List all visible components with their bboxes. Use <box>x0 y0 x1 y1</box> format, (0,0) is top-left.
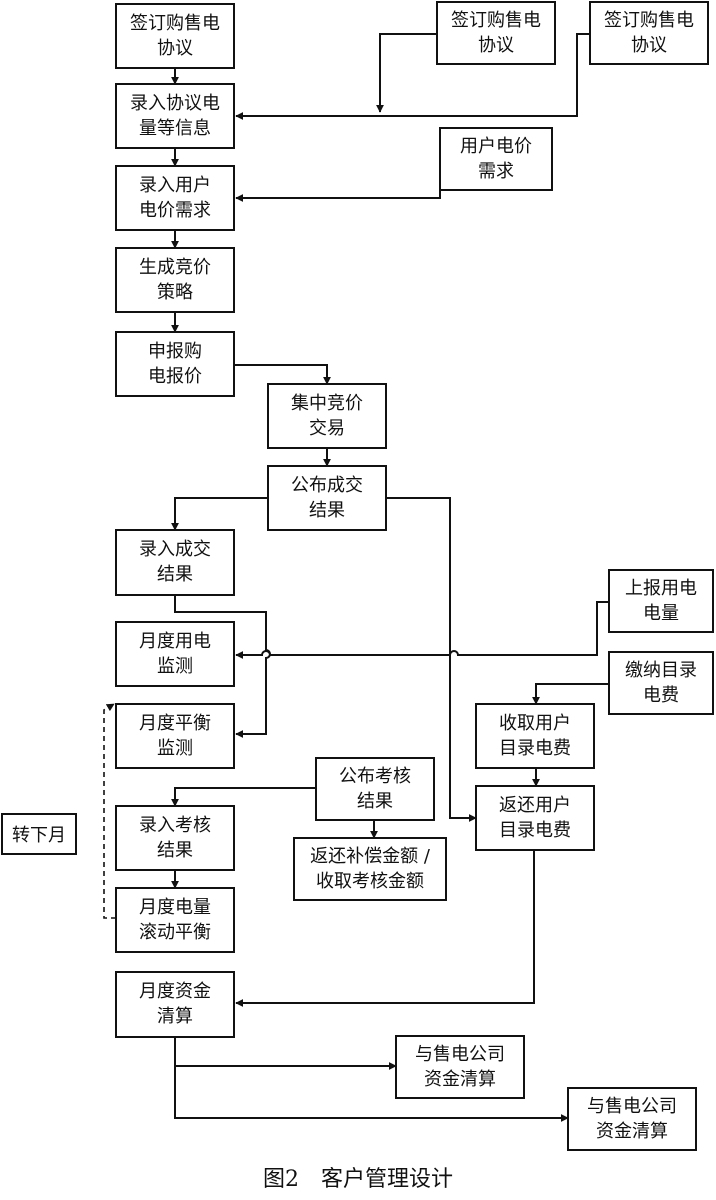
node-publish-result-line1: 公布成交 <box>291 475 363 496</box>
node-enter-assess: 录入考核 结果 <box>115 805 235 871</box>
figure-caption: 图2 客户管理设计 <box>263 1167 453 1192</box>
node-pay-fee-line2: 电费 <box>643 685 679 706</box>
node-central-trade-line2: 交易 <box>309 418 345 439</box>
node-user-price-demand-line1: 用户电价 <box>460 136 532 157</box>
node-settle-a: 与售电公司 资金清算 <box>395 1035 525 1099</box>
edge-usage-to-monitor <box>235 601 609 659</box>
node-publish-assess-line1: 公布考核 <box>339 766 411 787</box>
edge-fund-to-settle-a <box>174 1037 397 1070</box>
node-rolling-balance: 月度电量 滚动平衡 <box>115 887 235 953</box>
node-central-trade: 集中竞价 交易 <box>267 383 387 449</box>
edge-demand-to-enter-price <box>235 161 441 202</box>
node-enter-price-demand: 录入用户 电价需求 <box>115 165 235 231</box>
node-collect-fee-line1: 收取用户 <box>499 713 571 734</box>
node-publish-result-line2: 结果 <box>309 500 345 521</box>
node-collect-fee-line2: 目录电费 <box>499 738 571 759</box>
node-settle-a-line1: 与售电公司 <box>415 1044 505 1065</box>
node-enter-price-demand-line2: 电价需求 <box>139 200 211 221</box>
node-monthly-monitor-line2: 监测 <box>157 656 193 677</box>
node-declare-price: 申报购 电报价 <box>115 331 235 397</box>
node-balance-monitor: 月度平衡 监测 <box>115 703 235 769</box>
node-settle-b-line1: 与售电公司 <box>587 1096 677 1117</box>
node-sign-agreement-main-line2: 协议 <box>157 38 193 59</box>
node-rolling-balance-line2: 滚动平衡 <box>139 922 211 943</box>
node-enter-assess-line2: 结果 <box>157 840 193 861</box>
node-compensate-line1: 返还补偿金额 / <box>310 846 431 867</box>
node-generate-strategy: 生成竞价 策略 <box>115 247 235 313</box>
node-report-usage: 上报用电 电量 <box>608 569 714 633</box>
node-pay-fee-line1: 缴纳目录 <box>625 660 697 681</box>
node-enter-result: 录入成交 结果 <box>115 529 235 596</box>
node-collect-fee: 收取用户 目录电费 <box>475 703 595 769</box>
node-fund-clearing-line1: 月度资金 <box>139 981 211 1002</box>
node-settle-b: 与售电公司 资金清算 <box>567 1087 697 1151</box>
node-sign-agreement-c-line2: 协议 <box>631 35 667 56</box>
node-settle-b-line2: 资金清算 <box>596 1121 668 1142</box>
node-sign-agreement-main: 签订购售电 协议 <box>115 3 235 69</box>
flow-nodes: 签订购售电 协议 签订购售电 协议 签订购售电 协议 录入协议电 量等信息 用户… <box>1 1 714 1151</box>
node-generate-strategy-line1: 生成竞价 <box>139 257 211 278</box>
node-enter-agreement-line2: 量等信息 <box>139 118 211 139</box>
node-publish-assess: 公布考核 结果 <box>315 757 435 821</box>
node-sign-agreement-b: 签订购售电 协议 <box>436 1 556 65</box>
node-enter-agreement-line1: 录入协议电 <box>130 93 220 114</box>
node-rolling-balance-line1: 月度电量 <box>139 897 211 918</box>
node-enter-result-line1: 录入成交 <box>139 539 211 560</box>
node-declare-price-line2: 电报价 <box>148 366 202 387</box>
node-report-usage-line2: 电量 <box>643 603 679 624</box>
node-compensate: 返还补偿金额 / 收取考核金额 <box>293 837 447 901</box>
edge-rolling-to-next-month <box>103 703 116 919</box>
node-user-price-demand-line2: 需求 <box>478 161 514 182</box>
node-return-fee-line1: 返还用户 <box>499 795 571 816</box>
node-sign-agreement-c-line1: 签订购售电 <box>604 10 694 31</box>
node-report-usage-line1: 上报用电 <box>625 578 697 599</box>
node-next-month: 转下月 <box>1 813 77 855</box>
edge-publish-to-return <box>386 497 477 822</box>
node-balance-monitor-line2: 监测 <box>157 738 193 759</box>
node-sign-agreement-b-line2: 协议 <box>478 35 514 56</box>
node-compensate-line2: 收取考核金额 <box>316 871 424 892</box>
edge-publish-to-enter <box>171 497 268 531</box>
node-fund-clearing: 月度资金 清算 <box>115 971 235 1038</box>
node-enter-result-line2: 结果 <box>157 564 193 585</box>
node-pay-fee: 缴纳目录 电费 <box>608 651 714 715</box>
node-return-fee-line2: 目录电费 <box>499 820 571 841</box>
node-fund-clearing-line2: 清算 <box>157 1006 193 1027</box>
node-return-fee: 返还用户 目录电费 <box>475 785 595 851</box>
node-declare-price-line1: 申报购 <box>148 341 202 362</box>
edge-declare-to-trade <box>234 364 331 385</box>
node-settle-a-line2: 资金清算 <box>424 1069 496 1090</box>
node-next-month-label: 转下月 <box>12 825 66 846</box>
edge-fund-to-settle-b <box>174 1066 569 1122</box>
node-enter-price-demand-line1: 录入用户 <box>139 175 211 196</box>
node-publish-assess-line2: 结果 <box>357 791 393 812</box>
node-generate-strategy-line2: 策略 <box>157 282 193 303</box>
edge-sign-c-to-agreement <box>235 33 590 120</box>
edge-payfee-to-collect <box>532 683 609 705</box>
node-central-trade-line1: 集中竞价 <box>291 393 363 414</box>
node-monthly-monitor: 月度用电 监测 <box>115 621 235 687</box>
node-sign-agreement-main-line1: 签订购售电 <box>130 13 220 34</box>
node-publish-result: 公布成交 结果 <box>267 465 387 531</box>
node-enter-agreement: 录入协议电 量等信息 <box>115 83 235 149</box>
node-balance-monitor-line1: 月度平衡 <box>139 713 211 734</box>
node-sign-agreement-c: 签订购售电 协议 <box>589 1 709 65</box>
edge-sign-b-to-agreement <box>376 33 437 113</box>
edge-return-to-fund <box>235 850 535 1007</box>
node-enter-assess-line1: 录入考核 <box>139 815 211 836</box>
node-sign-agreement-b-line1: 签订购售电 <box>451 10 541 31</box>
node-user-price-demand: 用户电价 需求 <box>439 127 553 191</box>
edge-assess-to-enter <box>171 787 316 807</box>
connectors <box>103 33 609 1122</box>
node-monthly-monitor-line1: 月度用电 <box>139 631 211 652</box>
